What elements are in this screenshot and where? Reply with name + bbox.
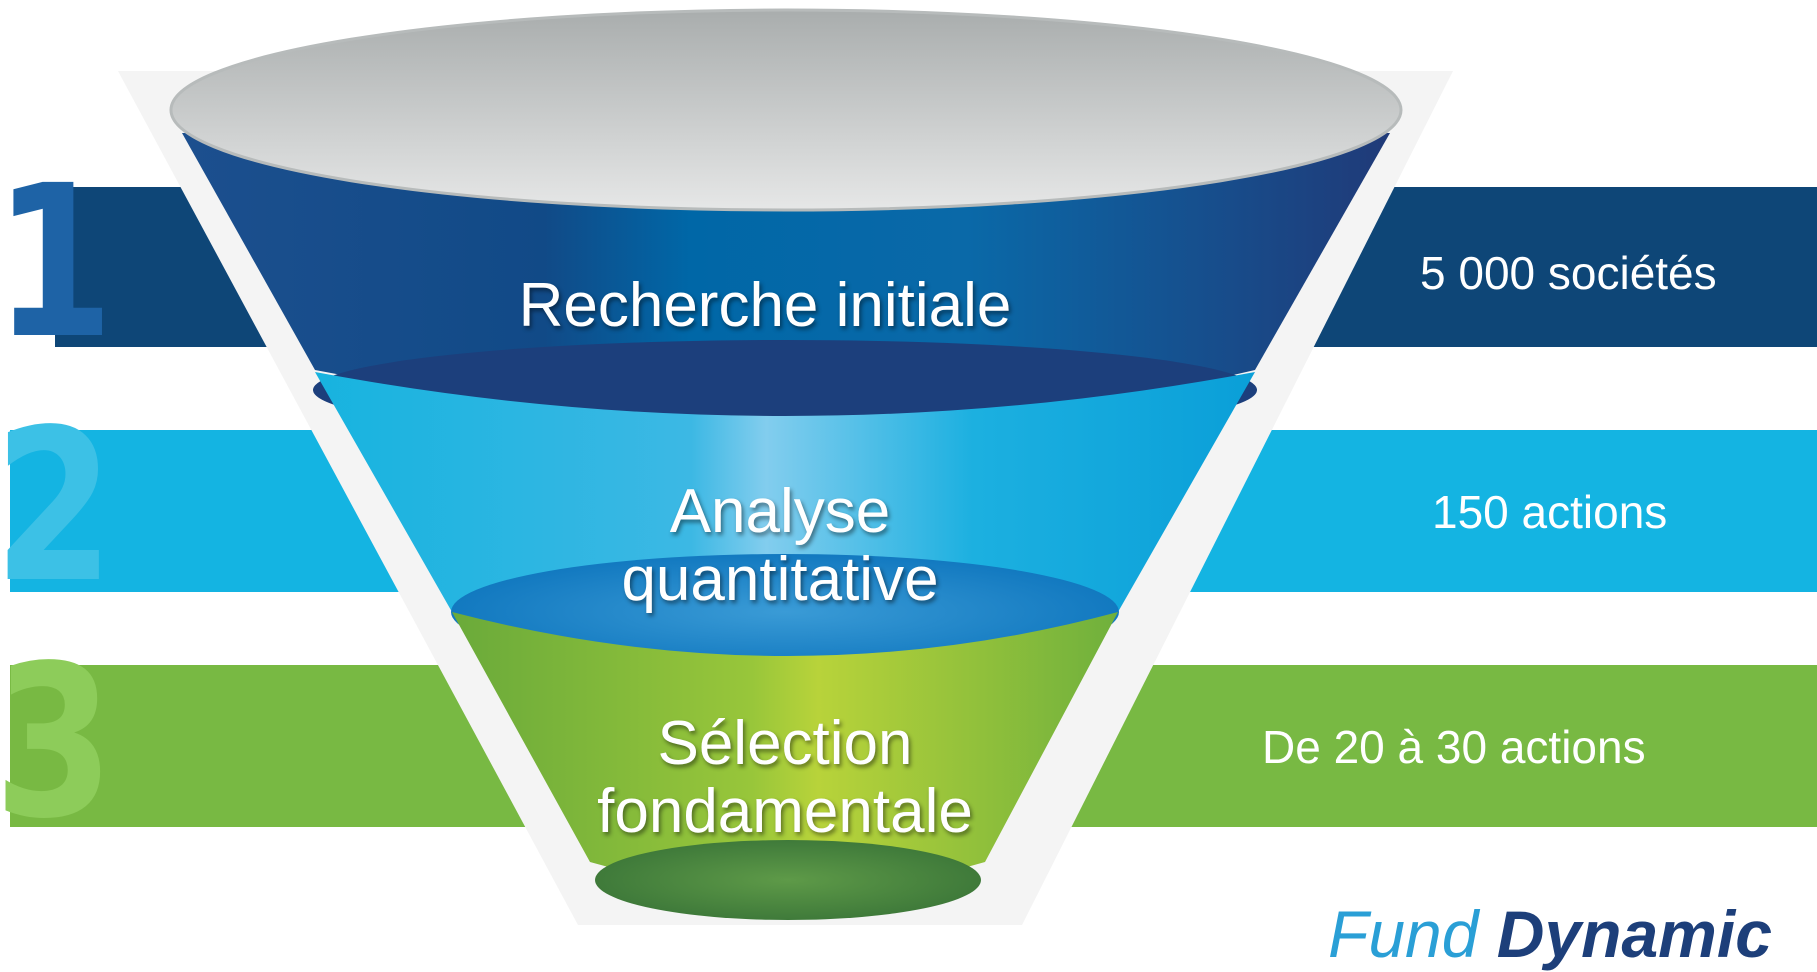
stage-count-2: 150 actions bbox=[1432, 486, 1668, 538]
stage-label-3: Sélection fondamentale bbox=[560, 709, 1010, 847]
funnel-ellipse-2 bbox=[451, 554, 1119, 670]
stage-number-2: 2 bbox=[0, 384, 114, 629]
stage-label-1: Recherche initiale bbox=[518, 271, 1012, 340]
stage-label-3-line2: fondamentale bbox=[597, 777, 973, 847]
stage-count-1: 5 000 sociétés bbox=[1420, 247, 1717, 299]
stage-number-3: 3 bbox=[0, 620, 114, 865]
stage-count-3: De 20 à 30 actions bbox=[1262, 721, 1646, 773]
stage-number-1: 1 bbox=[0, 140, 114, 385]
stage-label-2-line1: Analyse bbox=[669, 477, 891, 546]
funnel-rim bbox=[171, 10, 1401, 210]
brand-light: Fund bbox=[1328, 897, 1479, 971]
funnel-bottom-ellipse bbox=[595, 840, 981, 920]
stage-label-2-line2: quantitative bbox=[621, 545, 939, 615]
stage-label-3-line1: Sélection bbox=[657, 709, 913, 778]
funnel-section-1 bbox=[182, 133, 1390, 420]
funnel-graphic bbox=[10, 8, 1817, 925]
funnel-section-3 bbox=[452, 612, 1118, 891]
brand-logo: Fund Dynamic bbox=[1328, 896, 1772, 972]
brand-strong: Dynamic bbox=[1496, 897, 1772, 971]
funnel-diagram: 1 2 3 Recherche initiale Analyse quantit… bbox=[0, 8, 1817, 971]
stage-label-2: Analyse quantitative bbox=[560, 477, 1000, 615]
